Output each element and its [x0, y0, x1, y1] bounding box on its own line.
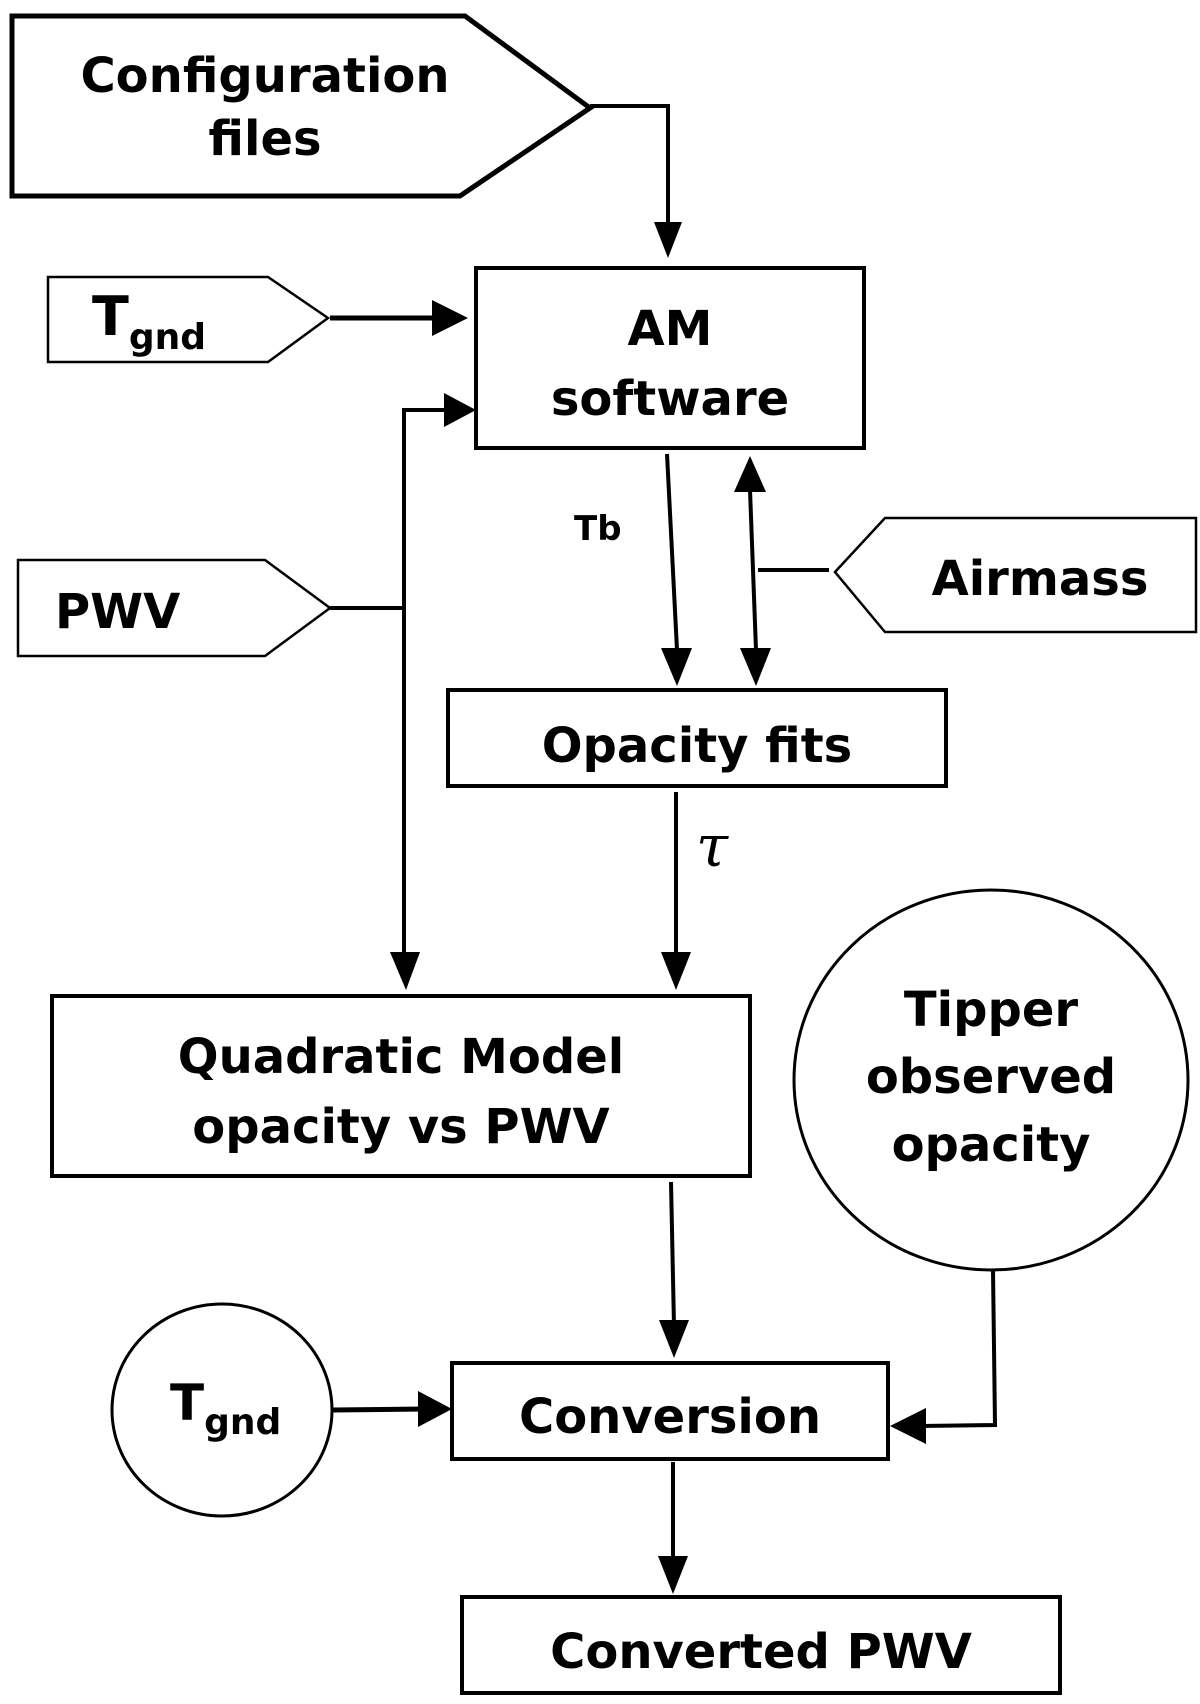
edge-tgnd-to-am: [330, 300, 468, 336]
am-software-shape: [474, 266, 866, 450]
node-airmass-input[interactable]: Airmass: [833, 516, 1198, 634]
edge-label-tau: τ: [696, 812, 729, 880]
conversion-label: Conversion: [519, 1389, 821, 1445]
tgnd-circle-label: Tgnd: [170, 1374, 281, 1443]
airmass-input-label: Airmass: [932, 551, 1149, 607]
edge-tgnd-circle-line: [331, 1406, 425, 1413]
node-quadratic-model[interactable]: Quadratic Model opacity vs PWV: [50, 994, 752, 1178]
arrowhead-down-icon: [658, 1556, 688, 1594]
edge-pwv: [330, 393, 476, 990]
pwv-input-shape: [16, 558, 333, 658]
tgnd-input-label: Tgnd: [92, 285, 206, 358]
node-converted-pwv[interactable]: Converted PWV: [460, 1595, 1062, 1695]
node-am-software[interactable]: AM software: [474, 266, 866, 450]
arrowhead-down-icon: [659, 1320, 689, 1358]
opacity-fits-label: Opacity fits: [542, 718, 853, 774]
tgnd-input-shape: [46, 275, 331, 364]
am-software-label-line2: software: [551, 371, 789, 427]
node-pwv-input[interactable]: PWV: [16, 558, 333, 658]
arrowhead-up-icon: [734, 456, 766, 492]
edge-quadratic-to-conversion-line: [669, 1181, 676, 1327]
quadratic-model-label-line1: Quadratic Model: [178, 1029, 624, 1085]
edge-airmass: [734, 456, 829, 686]
arrowhead-right-icon: [418, 1391, 452, 1427]
arrowhead-right-icon: [444, 393, 476, 427]
edge-config-to-am: [590, 104, 682, 258]
conversion-shape: [450, 1361, 890, 1461]
edge-airmass-vertical: [748, 489, 758, 651]
arrowhead-down-icon: [661, 648, 692, 686]
edge-tipper-line: [919, 1269, 998, 1428]
config-files-label-line2: files: [208, 111, 321, 167]
opacity-fits-shape: [446, 688, 948, 788]
edge-tipper-to-conversion: [890, 1269, 998, 1444]
edge-tb-line: [665, 453, 679, 651]
tipper-label-line3: opacity: [892, 1117, 1091, 1173]
quadratic-model-shape: [50, 994, 752, 1178]
arrowhead-down-icon: [661, 952, 691, 990]
arrowhead-down-icon: [390, 952, 420, 990]
converted-pwv-label: Converted PWV: [550, 1624, 972, 1680]
tipper-label-line2: observed: [866, 1049, 1116, 1105]
pwv-input-label: PWV: [55, 584, 180, 640]
arrowhead-left-icon: [890, 1408, 926, 1444]
tgnd-circle-subscript: gnd: [204, 1402, 281, 1443]
converted-pwv-shape: [460, 1595, 1062, 1695]
edge-am-to-opacity-tb: Tb: [574, 453, 692, 686]
tgnd-input-main: T: [92, 285, 129, 348]
arrowhead-down-icon: [740, 648, 771, 686]
tipper-label-line1: Tipper: [904, 982, 1078, 1038]
tgnd-input-subscript: gnd: [129, 317, 206, 358]
config-files-label-line1: Configuration: [80, 48, 449, 104]
edge-quadratic-to-conversion: [659, 1181, 689, 1358]
edge-config-to-am-line: [590, 104, 670, 230]
node-conversion[interactable]: Conversion: [450, 1361, 890, 1461]
tgnd-circle-main: T: [170, 1374, 204, 1432]
node-tipper-observed-opacity[interactable]: Tipper observed opacity: [792, 888, 1190, 1272]
am-software-label-line1: AM: [628, 301, 713, 357]
edge-opacity-to-quadratic: τ: [661, 792, 729, 990]
config-files-shape: [9, 13, 595, 199]
node-tgnd-circle[interactable]: Tgnd: [110, 1302, 334, 1518]
node-configuration-files[interactable]: Configuration files: [9, 13, 595, 199]
edge-label-tb: Tb: [574, 509, 622, 549]
arrowhead-down-icon: [654, 222, 682, 258]
tipper-shape: [792, 888, 1190, 1272]
quadratic-model-label-line2: opacity vs PWV: [192, 1099, 609, 1155]
arrowhead-right-icon: [432, 300, 468, 336]
airmass-input-shape: [833, 516, 1198, 634]
edge-tgnd-circle-to-conversion: [331, 1391, 452, 1427]
node-tgnd-input[interactable]: Tgnd: [46, 275, 331, 364]
edge-conversion-to-converted: [658, 1462, 688, 1594]
node-opacity-fits[interactable]: Opacity fits: [446, 688, 948, 788]
